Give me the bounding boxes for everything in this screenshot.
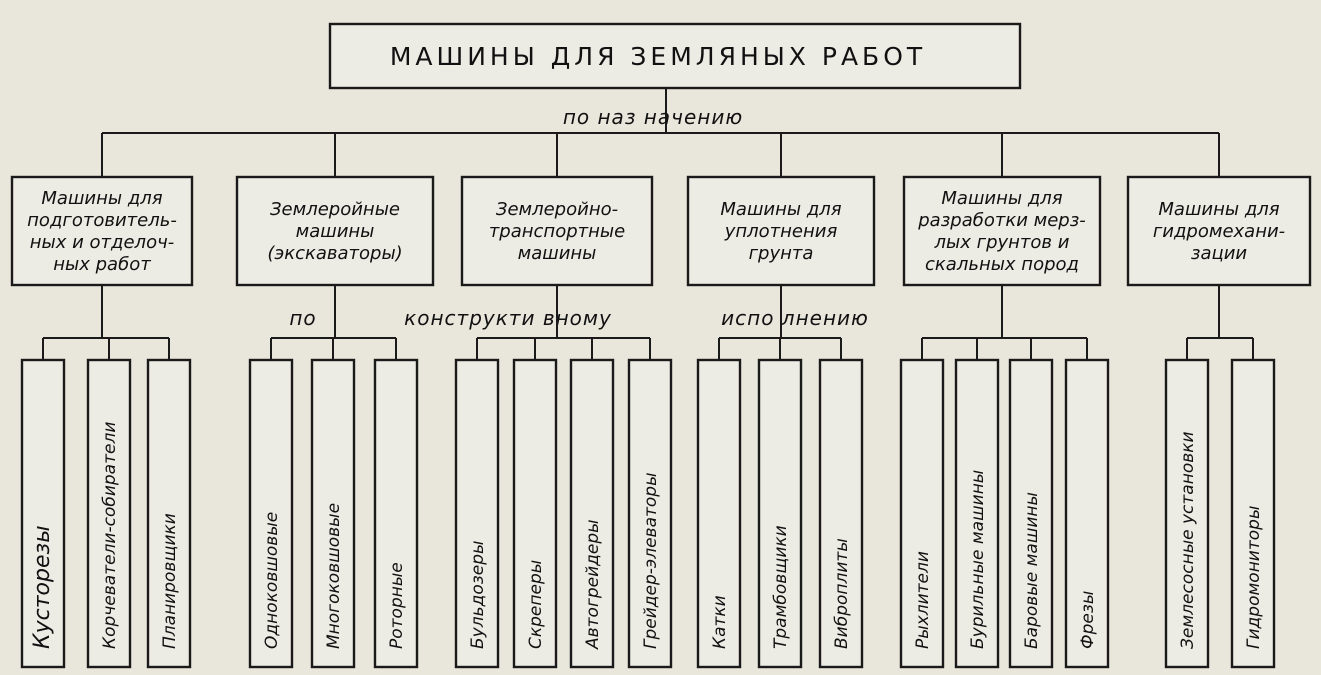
leaf-label: Трамбовщики [771, 525, 791, 649]
category-label-line: зации [1191, 243, 1248, 264]
leaf-label: Корчеватели-собиратели [100, 422, 120, 649]
leaf-label: Автогрейдеры [583, 519, 603, 650]
leaf-box [569, 358, 615, 669]
category-label-line: скальных пород [925, 254, 1079, 275]
criterion-by-design-part2: конструкти вному [404, 306, 612, 330]
leaf-node: Корчеватели-собиратели [86, 358, 132, 669]
leaf-label: Многоковшовые [324, 503, 344, 649]
category-label-line: подготовитель- [27, 210, 177, 231]
leaf-node: Одноковшовые [248, 358, 294, 669]
leaf-box [454, 358, 500, 669]
leaf-label: Фрезы [1078, 591, 1098, 649]
leaf-box [512, 358, 558, 669]
category-label-line: ных работ [53, 254, 151, 275]
leaf-node: Планировщики [146, 358, 192, 669]
leaf-node: Катки [696, 358, 742, 669]
category-label-line: Машины для [1158, 199, 1279, 220]
leaf-label: Роторные [387, 562, 407, 649]
category-label-line: Машины для [720, 199, 841, 220]
leaf-node: Бурильные машины [954, 358, 1000, 669]
leaf-node: Трамбовщики [757, 358, 803, 669]
category-label-line: ных и отделоч- [30, 232, 174, 253]
category-label-line: гидромехани- [1153, 221, 1285, 242]
category-label-line: транспортные [489, 221, 625, 242]
leaf-node: Баровые машины [1008, 358, 1054, 669]
category-box [686, 175, 876, 287]
root-title: МАШИНЫ ДЛЯ ЗЕМЛЯНЫХ РАБОТ [390, 42, 926, 71]
category-label-line: машины [518, 243, 597, 264]
leaf-box [310, 358, 356, 669]
leaf-box [1064, 358, 1110, 669]
leaf-label: Кусторезы [30, 525, 55, 649]
leaf-node: Скреперы [512, 358, 558, 669]
leaf-label: Рыхлители [913, 551, 933, 649]
leaf-box [20, 358, 66, 669]
leaf-node: Землесосные установки [1164, 358, 1210, 669]
category-label-line: Машины для [941, 188, 1062, 209]
leaf-box [146, 358, 192, 669]
category-label-line: Землеройно- [496, 199, 618, 220]
category-label-line: уплотнения [724, 221, 838, 242]
leaf-node: Гидромониторы [1230, 358, 1276, 669]
leaf-label: Планировщики [160, 513, 180, 649]
leaf-box [954, 358, 1000, 669]
leaf-label: Землесосные установки [1178, 431, 1198, 649]
category-box [460, 175, 654, 287]
leaf-node: Виброплиты [818, 358, 864, 669]
category-label-line: Землеройные [270, 199, 400, 220]
category-label-line: машины [296, 221, 375, 242]
leaf-label: Виброплиты [832, 538, 852, 649]
leaf-label: Гидромониторы [1244, 506, 1264, 649]
leaf-box [757, 358, 803, 669]
leaf-label: Баровые машины [1022, 492, 1042, 649]
leaf-node: Роторные [373, 358, 419, 669]
category-box [902, 175, 1102, 287]
leaf-box [248, 358, 294, 669]
category-box [235, 175, 435, 287]
leaf-node: Бульдозеры [454, 358, 500, 669]
leaf-box [696, 358, 742, 669]
category-label-line: разработки мерз- [917, 210, 1086, 231]
connector-lines [42, 132, 1254, 360]
criterion-by-purpose: по наз начению [563, 105, 743, 129]
leaf-label: Катки [710, 595, 730, 649]
leaf-node: Многоковшовые [310, 358, 356, 669]
category-label-line: (экскаваторы) [267, 243, 402, 264]
criterion-by-design-part1: по [289, 306, 316, 330]
leaf-label: Скреперы [526, 560, 546, 649]
category-label-line: грунта [749, 243, 814, 264]
leaf-box [86, 358, 132, 669]
leaf-box [373, 358, 419, 669]
leaf-node: Рыхлители [899, 358, 945, 669]
leaf-label: Бульдозеры [468, 541, 488, 649]
leaf-box [899, 358, 945, 669]
leaf-box [627, 358, 673, 669]
leaf-node: Автогрейдеры [569, 358, 615, 669]
criterion-by-design-part3: испо лнению [721, 306, 869, 330]
leaf-nodes: Кусторезы Корчеватели-собиратели Планировщ… [20, 358, 1276, 669]
leaf-node: Фрезы [1064, 358, 1110, 669]
leaf-box [818, 358, 864, 669]
category-label-line: Машины для [41, 188, 162, 209]
leaf-label: Одноковшовые [262, 512, 282, 649]
leaf-box [1008, 358, 1054, 669]
leaf-box [1164, 358, 1210, 669]
category-label-line: лых грунтов и [934, 232, 1070, 253]
leaf-node: Кусторезы [20, 358, 66, 669]
category-box [10, 175, 194, 287]
category-box [1126, 175, 1312, 287]
leaf-node: Грейдер-элеваторы [627, 358, 673, 669]
leaf-box [1230, 358, 1276, 669]
root-node: МАШИНЫ ДЛЯ ЗЕМЛЯНЫХ РАБОТ [328, 22, 1022, 90]
leaf-label: Грейдер-элеваторы [641, 472, 661, 649]
leaf-label: Бурильные машины [968, 470, 988, 649]
